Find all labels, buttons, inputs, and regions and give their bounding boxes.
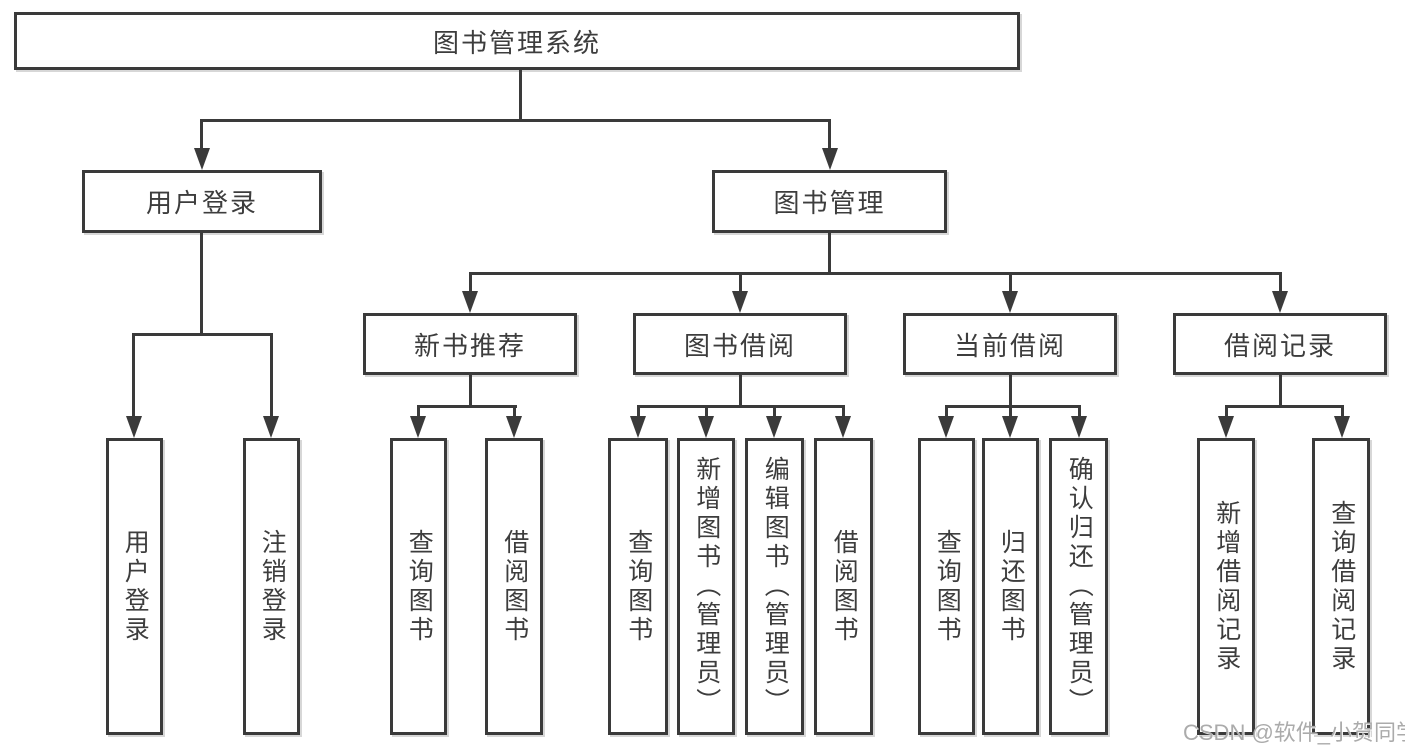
- arrow-down-icon: [1272, 291, 1288, 313]
- leaf-user-login: 用户登录: [106, 438, 163, 735]
- connector-user-login-hbar: [132, 333, 273, 336]
- connector-borrowing-stem: [739, 375, 742, 408]
- arrow-down-icon: [1002, 416, 1018, 438]
- leaf-edit-books-admin: 编辑图书（管理员）: [745, 438, 804, 735]
- leaf-logout: 注销登录: [243, 438, 300, 735]
- connector-records-stem: [1279, 375, 1282, 408]
- leaf-return-books: 归还图书: [982, 438, 1039, 735]
- leaf-borrowing-query-books-label: 查询图书: [624, 528, 653, 645]
- connector-drop: [1009, 405, 1012, 418]
- connector-drop-user-login: [200, 119, 203, 151]
- connector-drop: [637, 405, 640, 418]
- arrow-down-icon: [263, 416, 279, 438]
- leaf-user-login-label: 用户登录: [121, 528, 150, 645]
- leaf-recommend-borrow-books: 借阅图书: [485, 438, 543, 735]
- node-new-book-recommend: 新书推荐: [363, 313, 577, 375]
- connector-drop-new-book-recommend: [469, 272, 472, 293]
- leaf-confirm-return-admin-label: 确认归还（管理员）: [1065, 456, 1094, 717]
- arrow-down-icon: [462, 291, 478, 313]
- arrow-down-icon: [1218, 416, 1234, 438]
- leaf-add-books-admin: 新增图书（管理员）: [677, 438, 735, 735]
- node-root: 图书管理系统: [14, 12, 1020, 70]
- arrow-down-icon: [1071, 416, 1087, 438]
- connector-user-login-stem: [200, 233, 203, 336]
- connector-drop: [1225, 405, 1228, 418]
- connector-drop-leaf-logout: [270, 333, 273, 418]
- csdn-watermark: CSDN @软件_小贺同学: [1183, 720, 1405, 745]
- arrow-down-icon: [835, 416, 851, 438]
- node-new-book-recommend-label: 新书推荐: [413, 330, 526, 361]
- leaf-return-books-label: 归还图书: [997, 528, 1026, 645]
- connector-drop-borrow-records: [1279, 272, 1282, 293]
- arrow-down-icon: [630, 416, 646, 438]
- leaf-confirm-return-admin: 确认归还（管理员）: [1049, 438, 1108, 735]
- connector-current-stem: [1009, 375, 1012, 408]
- connector-book-management-hbar: [469, 272, 1282, 275]
- leaf-add-borrow-record-label: 新增借阅记录: [1212, 499, 1241, 674]
- leaf-query-borrow-record: 查询借阅记录: [1312, 438, 1370, 735]
- connector-drop: [417, 405, 420, 418]
- leaf-recommend-borrow-books-label: 借阅图书: [500, 528, 529, 645]
- arrow-down-icon: [822, 148, 838, 170]
- connector-book-management-stem: [828, 233, 831, 274]
- connector-drop: [773, 405, 776, 418]
- connector-drop: [705, 405, 708, 418]
- leaf-borrowing-borrow-books-label: 借阅图书: [830, 528, 859, 645]
- connector-records-hbar: [1225, 405, 1344, 408]
- node-borrow-records-label: 借阅记录: [1223, 330, 1336, 361]
- arrow-down-icon: [410, 416, 426, 438]
- connector-drop-book-borrowing: [739, 272, 742, 293]
- arrow-down-icon: [126, 416, 142, 438]
- arrow-down-icon: [938, 416, 954, 438]
- arrow-down-icon: [766, 416, 782, 438]
- connector-root-hbar: [200, 119, 831, 122]
- leaf-current-query-books: 查询图书: [918, 438, 975, 735]
- connector-root-stem: [519, 70, 522, 121]
- leaf-recommend-query-books-label: 查询图书: [405, 528, 434, 645]
- node-book-borrowing-label: 图书借阅: [683, 330, 796, 361]
- leaf-current-query-books-label: 查询图书: [933, 528, 962, 645]
- arrow-down-icon: [1002, 291, 1018, 313]
- leaf-borrowing-query-books: 查询图书: [608, 438, 668, 735]
- connector-drop: [1078, 405, 1081, 418]
- leaf-query-borrow-record-label: 查询借阅记录: [1327, 499, 1356, 674]
- node-user-login: 用户登录: [82, 170, 322, 233]
- node-book-management: 图书管理: [712, 170, 947, 233]
- connector-drop-leaf-user-login: [132, 333, 135, 418]
- node-book-borrowing: 图书借阅: [633, 313, 847, 375]
- connector-drop: [945, 405, 948, 418]
- connector-recommend-stem: [469, 375, 472, 408]
- connector-drop: [513, 405, 516, 418]
- leaf-add-borrow-record: 新增借阅记录: [1197, 438, 1255, 735]
- connector-drop-current-borrowing: [1009, 272, 1012, 293]
- leaf-recommend-query-books: 查询图书: [390, 438, 447, 735]
- connector-current-hbar: [945, 405, 1081, 408]
- leaf-edit-books-admin-label: 编辑图书（管理员）: [761, 456, 790, 717]
- node-borrow-records: 借阅记录: [1173, 313, 1387, 375]
- arrow-down-icon: [698, 416, 714, 438]
- node-root-label: 图书管理系统: [432, 27, 601, 58]
- connector-recommend-hbar: [417, 405, 517, 408]
- node-user-login-label: 用户登录: [145, 188, 258, 218]
- leaf-borrowing-borrow-books: 借阅图书: [814, 438, 873, 735]
- node-book-management-label: 图书管理: [773, 188, 886, 218]
- arrow-down-icon: [1334, 416, 1350, 438]
- node-current-borrowing: 当前借阅: [903, 313, 1117, 375]
- connector-drop-book-management: [828, 119, 831, 151]
- arrow-down-icon: [506, 416, 522, 438]
- connector-drop: [842, 405, 845, 418]
- leaf-logout-label: 注销登录: [258, 528, 287, 645]
- arrow-down-icon: [194, 148, 210, 170]
- connector-borrowing-hbar: [637, 405, 845, 408]
- connector-drop: [1341, 405, 1344, 418]
- arrow-down-icon: [732, 291, 748, 313]
- leaf-add-books-admin-label: 新增图书（管理员）: [692, 456, 721, 717]
- node-current-borrowing-label: 当前借阅: [953, 330, 1066, 361]
